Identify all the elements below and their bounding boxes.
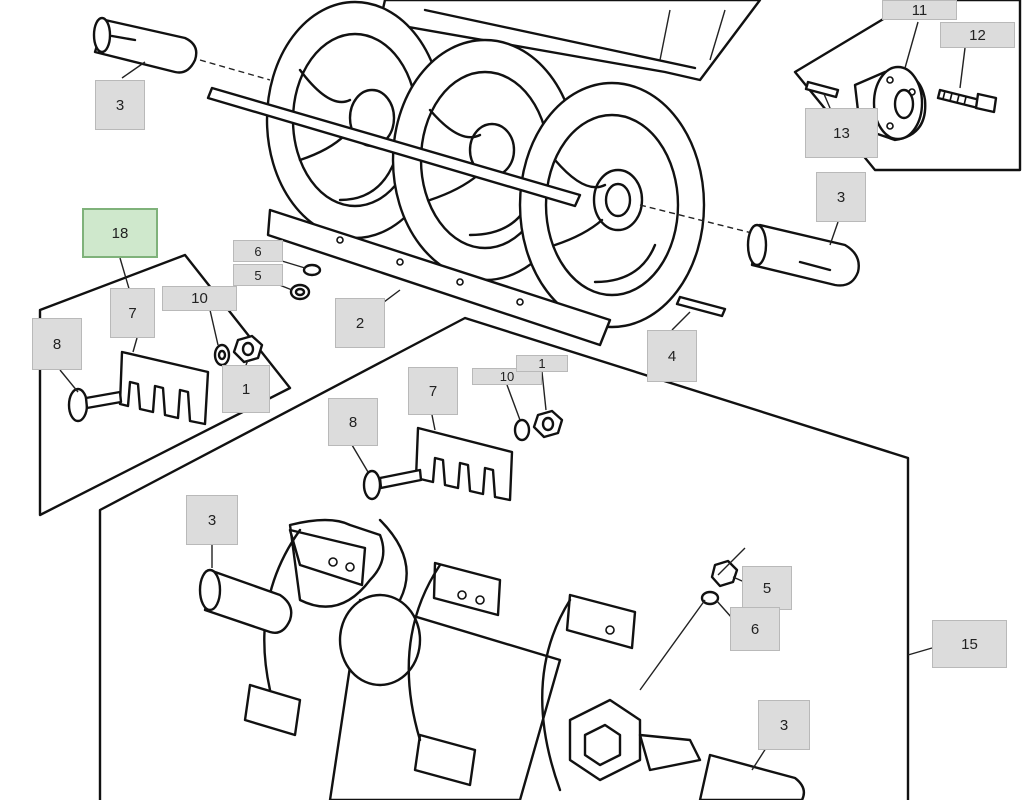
callout-5-top[interactable]: 5 <box>233 264 283 286</box>
shaft-part-3-right <box>746 223 860 287</box>
callout-8-left[interactable]: 8 <box>32 318 82 370</box>
callout-5-lower[interactable]: 5 <box>742 566 792 610</box>
callout-12[interactable]: 12 <box>940 22 1015 48</box>
small-hardware-5-6-top <box>289 263 322 301</box>
callout-18[interactable]: 18 <box>82 208 158 258</box>
callout-10-mid[interactable]: 10 <box>472 368 542 385</box>
callout-4[interactable]: 4 <box>647 330 697 382</box>
callout-11[interactable]: 11 <box>882 0 957 20</box>
upper-auger-assembly <box>199 0 762 347</box>
shaft-part-3-topleft <box>92 16 198 74</box>
callout-10-left[interactable]: 10 <box>162 286 237 311</box>
inset-scraper-kit <box>38 253 292 517</box>
callout-6-lower[interactable]: 6 <box>730 607 780 651</box>
lower-rotor-assembly <box>98 316 910 800</box>
callout-2[interactable]: 2 <box>335 298 385 348</box>
callout-7-left[interactable]: 7 <box>110 288 155 338</box>
callout-8-mid[interactable]: 8 <box>328 398 378 446</box>
callout-3-lower[interactable]: 3 <box>186 495 238 545</box>
callout-7-mid[interactable]: 7 <box>408 367 458 415</box>
callout-15[interactable]: 15 <box>932 620 1007 668</box>
callout-3-topleft[interactable]: 3 <box>95 80 145 130</box>
callout-1-left[interactable]: 1 <box>222 365 270 413</box>
callout-13[interactable]: 13 <box>805 108 878 158</box>
key-part-4 <box>675 295 727 318</box>
callout-3-bottom[interactable]: 3 <box>758 700 810 750</box>
callout-6-top[interactable]: 6 <box>233 240 283 262</box>
callout-1-mid[interactable]: 1 <box>516 355 568 372</box>
callout-3-right[interactable]: 3 <box>816 172 866 222</box>
